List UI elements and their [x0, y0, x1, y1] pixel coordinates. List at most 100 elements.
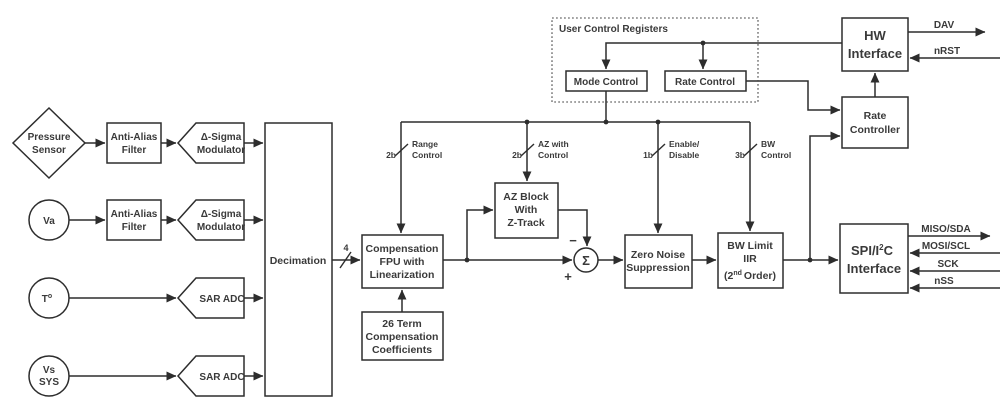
spi-i2c-interface-label: Interface — [847, 261, 901, 276]
block-az-block: AZ Block With Z-Track — [494, 182, 559, 239]
miso-sda-port-label: MISO/SDA — [921, 224, 970, 235]
summing-junction: Σ − + — [564, 233, 599, 284]
hw-interface-label: Interface — [848, 46, 902, 61]
block-anti-alias-filter-2: Anti-Alias Filter — [106, 199, 162, 241]
anti-alias-filter-2-label: Anti-Alias — [111, 209, 158, 220]
junction-dot — [603, 119, 609, 125]
bw-limit-iir-label: BW Limit — [727, 240, 773, 252]
compensation-fpu-label: Compensation — [366, 243, 439, 255]
zero-noise-suppression-box — [624, 234, 693, 289]
anti-alias-filter-2-label: Filter — [122, 222, 147, 233]
mode-control-box — [565, 70, 648, 92]
compensation-coefficients-label: 26 Term — [382, 318, 422, 330]
source-temperature: To — [28, 277, 70, 319]
junction-dot — [807, 257, 813, 263]
enable-disable-label: Disable — [669, 150, 700, 160]
block-sar-adc-1: SAR ADC — [176, 277, 245, 319]
compensation-coefficients-label: Coefficients — [372, 344, 432, 356]
decimation-bus-width-label: 4 — [343, 243, 348, 253]
rate-controller-label: Controller — [850, 124, 900, 136]
wire-az-to-sum — [558, 209, 592, 247]
pressure-sensor-label: Sensor — [32, 145, 66, 156]
compensation-fpu-label: Linearization — [370, 269, 435, 281]
delta-sigma-modulator-2-shape — [176, 199, 245, 241]
range-control-label: Control — [412, 150, 442, 160]
summing-junction-circle — [573, 247, 599, 273]
pressure-sensor-label: Pressure — [28, 132, 71, 143]
block-sar-adc-2: SAR ADC — [176, 355, 245, 397]
sar-adc-1-label: SAR ADC — [199, 294, 244, 305]
anti-alias-filter-1-box — [106, 122, 162, 164]
junction-dot — [655, 119, 661, 125]
va-circle — [28, 199, 70, 241]
block-spi-i2c-interface: SPI/I2C Interface — [839, 223, 909, 294]
block-compensation-fpu: Compensation FPU with Linearization — [361, 234, 444, 289]
az-block-label: Z-Track — [507, 217, 545, 229]
va-label: Va — [43, 216, 55, 227]
az-block-box — [494, 182, 559, 239]
block-decimation: Decimation — [264, 122, 333, 397]
tick-range — [394, 143, 409, 157]
tick-enable — [651, 143, 666, 157]
az-control-bits: 2b — [512, 150, 522, 160]
delta-sigma-modulator-1-label: Modulator — [197, 145, 245, 156]
compensation-fpu-label: FPU with — [380, 256, 425, 268]
minus-sign: − — [569, 233, 577, 248]
rate-control-box — [664, 70, 747, 92]
junction-dots — [464, 40, 813, 263]
delta-sigma-modulator-1-shape — [176, 122, 245, 164]
az-block-label: With — [515, 204, 538, 216]
compensation-coefficients-label: Compensation — [366, 331, 439, 343]
block-hw-interface: HW Interface — [841, 17, 909, 72]
rate-controller-box — [841, 96, 909, 149]
rate-controller-label: Rate — [864, 110, 887, 122]
tick-bw — [743, 143, 758, 157]
delta-sigma-modulator-2-label: Δ-Sigma — [201, 209, 242, 220]
decimation-label: Decimation — [270, 255, 327, 267]
sigma-symbol: Σ — [582, 253, 590, 268]
signal-wires — [69, 27, 1000, 381]
spi-i2c-interface-label: SPI/I2C — [851, 243, 894, 258]
block-delta-sigma-modulator-2: Δ-Sigma Modulator — [176, 199, 245, 241]
block-rate-controller: Rate Controller — [841, 96, 909, 149]
nss-port-label: nSS — [934, 276, 954, 287]
dav-port-label: DAV — [934, 20, 955, 31]
bus-width-ticks — [339, 143, 758, 269]
hw-interface-label: HW — [864, 28, 886, 43]
compensation-coefficients-box — [361, 311, 444, 361]
block-zero-noise-suppression: Zero Noise Suppression — [624, 234, 693, 289]
temperature-label: To — [42, 293, 52, 305]
nrst-port-label: nRST — [934, 46, 960, 57]
wire-bwlimit-to-ratecontroller — [809, 131, 841, 260]
zero-noise-suppression-label: Suppression — [626, 262, 690, 274]
block-mode-control: Mode Control — [565, 70, 648, 92]
mode-control-label: Mode Control — [574, 77, 639, 88]
junction-dot — [464, 257, 470, 263]
zero-noise-suppression-label: Zero Noise — [631, 249, 685, 261]
enable-disable-bits: 1b — [643, 150, 653, 160]
bw-control-bits: 3b — [735, 150, 745, 160]
anti-alias-filter-1-label: Filter — [122, 145, 147, 156]
junction-dot — [700, 40, 706, 46]
vsys-label: Vs — [43, 365, 56, 376]
wire-hw-to-modecontrol — [601, 42, 842, 70]
wire-ratecontrol-to-ratecontroller — [746, 80, 841, 115]
junction-dot — [524, 119, 530, 125]
wire-branch-to-az — [466, 205, 494, 260]
user-control-registers-group: User Control Registers Mode Control Rate… — [551, 17, 759, 103]
range-control-label: Range — [412, 139, 438, 149]
anti-alias-filter-2-box — [106, 199, 162, 241]
sar-adc-1-shape — [176, 277, 245, 319]
rate-control-label: Rate Control — [675, 77, 735, 88]
block-anti-alias-filter-1: Anti-Alias Filter — [106, 122, 162, 164]
az-control-label: Control — [538, 150, 568, 160]
vsys-label: SYS — [39, 377, 59, 388]
bw-control-label: Control — [761, 150, 791, 160]
user-control-registers-outline — [551, 17, 759, 103]
tick-dec-width — [339, 251, 352, 269]
block-rate-control: Rate Control — [664, 70, 747, 92]
